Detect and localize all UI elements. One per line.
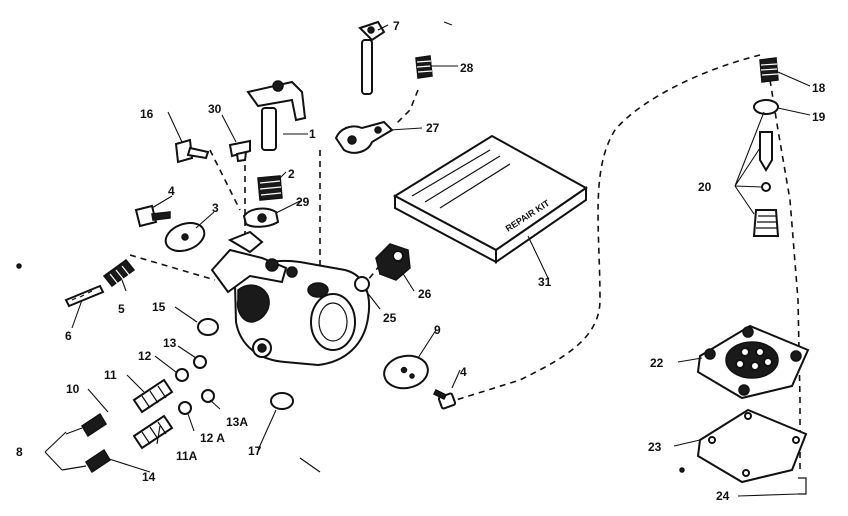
callout-4-upper: 4	[168, 184, 175, 198]
part-20-needle-parts	[734, 111, 780, 237]
stray-mark-bottom	[299, 457, 321, 473]
callout-26: 26	[418, 287, 432, 301]
callout-27: 27	[426, 121, 440, 135]
part-12a-washer	[178, 401, 192, 415]
part-4-screw-lower	[432, 388, 457, 410]
callout-2: 2	[288, 167, 295, 181]
callout-9: 9	[434, 323, 441, 337]
callout-25: 25	[383, 311, 397, 325]
part-25-ring	[354, 276, 370, 292]
leader-lines	[44, 21, 811, 497]
callout-13a: 13A	[226, 415, 248, 429]
repair-kit-right-dash	[769, 79, 801, 470]
callout-11a: 11A	[176, 449, 198, 463]
part-3-disc-hole	[181, 233, 189, 241]
callout-24: 24	[716, 489, 730, 503]
callout-3: 3	[212, 201, 219, 215]
callout-12: 12	[138, 349, 152, 363]
part-1-throttle-shaft	[246, 80, 307, 151]
part-7-inlet-needle	[358, 20, 386, 95]
callout-20: 20	[698, 180, 712, 194]
stray-dot-bottom	[679, 467, 685, 473]
part-13a-washer	[201, 389, 215, 403]
part-6-screw	[64, 284, 105, 308]
callout-14: 14	[142, 470, 156, 484]
part-26-fitting	[375, 243, 411, 281]
part-12-washer	[175, 368, 189, 382]
part-2-spring	[257, 175, 283, 201]
callout-6: 6	[65, 329, 72, 343]
callout-18: 18	[812, 81, 826, 95]
stray-dot-left	[16, 263, 22, 269]
callout-5: 5	[118, 302, 125, 316]
part-16-screw	[174, 138, 210, 164]
part-9-disc	[383, 354, 429, 390]
callout-12a: 12 A	[200, 431, 225, 445]
part-28-spring	[415, 55, 433, 79]
carburetor-body	[210, 230, 371, 367]
callout-31: 31	[538, 275, 552, 289]
callout-15: 15	[152, 300, 166, 314]
part-4-screw-upper	[134, 204, 171, 228]
part-14-spring	[61, 448, 112, 474]
callout-23: 23	[648, 440, 662, 454]
part-30-screw	[228, 139, 251, 163]
callout-28: 28	[460, 61, 474, 75]
callout-7: 7	[393, 19, 400, 33]
callout-19: 19	[812, 110, 826, 124]
part-15-plug	[197, 318, 219, 336]
callout-29: 29	[296, 195, 310, 209]
part-17-cap	[270, 392, 294, 410]
part-11a-needle-valve	[132, 414, 174, 450]
assembly-dash-5	[209, 149, 241, 211]
assembly-dash-4	[129, 254, 216, 281]
part-5-spring	[102, 258, 136, 288]
callout-8: 8	[16, 445, 23, 459]
part-23-gasket	[696, 408, 808, 484]
callout-13: 13	[163, 336, 177, 350]
part-18-spring	[759, 57, 779, 83]
callout-1: 1	[309, 127, 316, 141]
part-31-repair-kit-box: REPAIR KIT	[392, 134, 588, 264]
part-11-needle-valve	[132, 378, 174, 414]
part-22-diaphragm-plate	[696, 324, 810, 400]
part-27-metering-lever	[334, 120, 394, 154]
repair-kit-boundary-dash	[439, 54, 761, 406]
callout-22: 22	[650, 356, 664, 370]
assembly-dash-3	[394, 89, 419, 126]
callout-30: 30	[208, 102, 222, 116]
callout-16: 16	[140, 107, 154, 121]
callout-17: 17	[248, 444, 262, 458]
callout-11: 11	[104, 368, 117, 382]
part-13-washer	[193, 355, 207, 369]
part-19-disc	[753, 99, 779, 115]
callout-10: 10	[66, 382, 80, 396]
part-29-pin-lever	[242, 207, 280, 228]
part-24-screw	[798, 477, 807, 495]
callout-4-lower: 4	[460, 365, 467, 379]
part-10-spring	[65, 412, 108, 438]
